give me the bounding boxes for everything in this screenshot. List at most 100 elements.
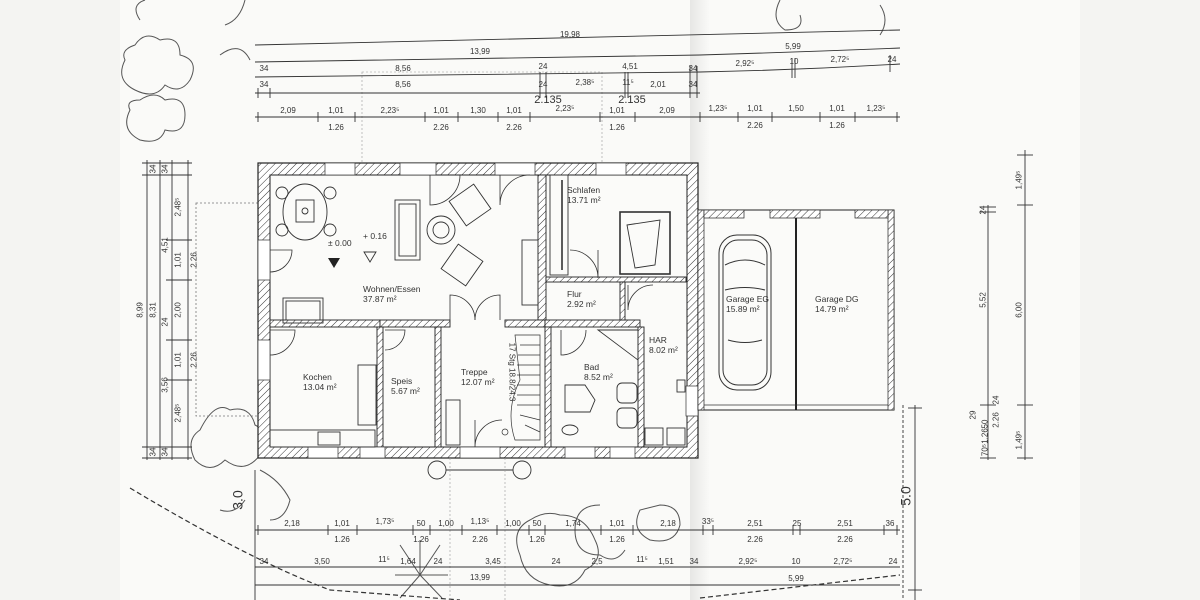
room-name: Garage DG	[815, 294, 859, 304]
dim-label: 3,45	[485, 557, 501, 566]
dim-right-bottom: 1,49⁵	[1014, 430, 1024, 450]
dim-label: 1.26	[529, 535, 545, 544]
dim-label: 1,23⁵	[866, 104, 886, 113]
tree-outlines	[121, 0, 886, 587]
room-area: 37.87 m²	[363, 294, 397, 304]
dim-right-outer: 6,00	[1014, 302, 1024, 318]
dim-label: 24	[538, 62, 548, 71]
dim-bottom-house: 13,99	[469, 573, 491, 582]
dim-label: 1,13⁵	[470, 517, 490, 526]
dim-top-overall: 19,98	[559, 30, 581, 39]
dim-label: 1,64	[400, 557, 416, 566]
room-name: Schlafen	[567, 185, 601, 195]
dim-label: 1,01	[829, 104, 845, 113]
dim-label: 2.26	[433, 123, 449, 132]
dim-label: 1,73⁵	[375, 517, 395, 526]
dim-label: 2,09	[280, 106, 296, 115]
dim-right-inner: 5,52	[978, 292, 988, 308]
dim-label: 1,50	[788, 104, 804, 113]
dim-label: 1,01	[433, 106, 449, 115]
setback-right: 5.0	[897, 486, 914, 506]
dim-label: 4,51	[160, 237, 170, 253]
dim-label: 34	[148, 164, 158, 174]
room-name: Speis	[391, 376, 413, 386]
dim-label: 2.26	[189, 352, 199, 368]
room-area: 15.89 m²	[726, 304, 760, 314]
room-area: 13.71 m²	[567, 195, 601, 205]
room-area: 13.04 m²	[303, 382, 337, 392]
room-area: 8.02 m²	[649, 345, 678, 355]
dim-label: 1,01	[609, 106, 625, 115]
dim-label: 1,01	[173, 252, 183, 268]
dim-label: 2.26	[189, 252, 199, 268]
car-symbol	[718, 234, 772, 391]
dim-label: 2.26	[991, 412, 1001, 428]
dim-label: 3,56	[160, 377, 170, 393]
furniture	[269, 174, 686, 600]
dim-label: 2.26	[747, 121, 763, 130]
dim-label: 2,01	[650, 80, 666, 89]
room-name: Flur	[567, 289, 582, 299]
dim-label: 2.26	[506, 123, 522, 132]
dim-label: 1,01	[609, 519, 625, 528]
dim-label: 4,51	[622, 62, 638, 71]
dim-bottom-garage: 5,99	[788, 574, 804, 583]
dim-label: 25	[792, 519, 802, 528]
dim-right-top: 1,49⁵	[1014, 170, 1024, 190]
dim-label: 70⁵	[980, 443, 990, 457]
dim-label: 34	[689, 557, 699, 566]
dim-label: 11⁵	[622, 78, 634, 87]
dim-label: 50	[980, 419, 990, 429]
dim-label: 34	[259, 557, 269, 566]
room-name: Kochen	[303, 372, 332, 382]
dim-height-label: 2.135	[534, 94, 562, 106]
dim-label: 2,51	[837, 519, 853, 528]
dim-left-inner: 8,31	[148, 302, 158, 318]
level-ground: ± 0.00	[328, 238, 352, 248]
dim-label: 50	[416, 519, 426, 528]
dim-label: 2,48⁵	[173, 197, 183, 217]
dim-label: 50	[532, 519, 542, 528]
dim-label: 2.26	[837, 535, 853, 544]
dim-label: 1,51	[658, 557, 674, 566]
dim-label: 34	[259, 80, 269, 89]
dim-label: 1.26	[609, 535, 625, 544]
dim-label: 1.26	[334, 535, 350, 544]
dim-label: 36	[885, 519, 895, 528]
room-area: 5.67 m²	[391, 386, 420, 396]
dim-label: 2,72⁵	[833, 557, 853, 566]
dim-label: 1.26	[328, 123, 344, 132]
dim-label: 24	[160, 317, 170, 327]
windows	[257, 162, 699, 459]
dim-label: 33⁵	[701, 517, 715, 526]
room-name: Treppe	[461, 367, 488, 377]
dim-label: 1,01	[506, 106, 522, 115]
dim-label: 1,23⁵	[708, 104, 728, 113]
dimension-lines	[146, 29, 1026, 600]
garage-walls	[697, 209, 895, 411]
dim-label: 10	[791, 557, 801, 566]
dim-label: 2,72⁵	[830, 55, 850, 64]
dim-label: 1.26	[980, 428, 990, 444]
dim-label: 24	[433, 557, 443, 566]
dim-label: 34	[688, 64, 698, 73]
dim-top-garage: 5,99	[785, 42, 801, 51]
dim-label: 1,01	[334, 519, 350, 528]
room-name: Garage EG	[726, 294, 769, 304]
dim-label: 10	[789, 57, 799, 66]
dim-label: 1,01	[173, 352, 183, 368]
room-area: 2.92 m²	[567, 299, 596, 309]
dimension-ticks	[142, 55, 1033, 591]
dim-label: 24	[551, 557, 561, 566]
dim-label: 2,23⁵	[380, 106, 400, 115]
dim-height-label: 2.135	[618, 94, 646, 106]
dim-label: 1,74	[565, 519, 581, 528]
